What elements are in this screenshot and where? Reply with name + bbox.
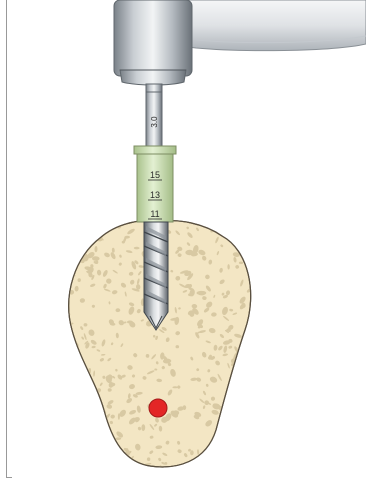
bone-pore: [88, 400, 91, 408]
bone-pore: [246, 376, 250, 379]
bone-pore: [242, 448, 250, 457]
bone-pore: [219, 428, 225, 434]
bone-pore: [80, 412, 89, 419]
bone-pore: [239, 246, 244, 250]
bone-pore: [114, 463, 120, 470]
bone-pore: [69, 345, 74, 349]
bone-pore: [118, 454, 124, 461]
bone-pore: [247, 425, 253, 431]
bone-pore: [176, 468, 182, 470]
bone-pore: [93, 408, 97, 412]
bone-pore: [70, 359, 75, 363]
bone-pore: [207, 448, 213, 453]
bone-pore: [226, 424, 232, 429]
bone-pore: [153, 335, 155, 338]
twist-drill-icon: [144, 222, 168, 330]
bone-pore: [237, 409, 243, 415]
bone-pore: [248, 333, 253, 341]
bone-pore: [63, 407, 71, 415]
bone-pore: [77, 369, 85, 378]
drill-shank: 3.0: [146, 84, 162, 148]
bone-pore: [85, 418, 93, 421]
bone-pore: [236, 456, 239, 463]
bone-pore: [66, 255, 72, 261]
bone-pore: [245, 405, 254, 410]
bone-pore: [88, 226, 90, 234]
bone-pore: [242, 225, 248, 231]
depth-stop-sleeve: 15 13 11: [134, 146, 176, 222]
bone-pore: [73, 410, 76, 416]
bone-pore: [240, 378, 243, 381]
bone-pore: [65, 353, 74, 361]
bone-pore: [82, 227, 88, 233]
bone-pore: [185, 250, 194, 255]
bone-pore: [97, 433, 104, 436]
bone-pore: [115, 458, 118, 463]
bone-pore: [212, 456, 217, 465]
bone-pore: [210, 466, 214, 470]
bone-pore: [92, 438, 96, 443]
bone-pore: [239, 419, 244, 424]
depth-mark-15: 15: [150, 170, 160, 180]
bone-pore: [78, 385, 81, 394]
bone-pore: [233, 419, 237, 423]
bone-pore: [69, 391, 78, 395]
bone-pore: [247, 324, 252, 332]
dental-handpiece-icon: [114, 0, 366, 85]
bone-pore: [229, 387, 234, 392]
bone-pore: [203, 463, 210, 470]
bone-pore: [82, 461, 89, 464]
bone-pore: [235, 379, 239, 388]
bone-pore: [87, 398, 95, 406]
bone-pore: [233, 397, 242, 402]
bone-pore: [212, 452, 219, 459]
bone-pore: [248, 395, 252, 402]
bone-pore: [74, 386, 80, 390]
bone-pore: [91, 460, 95, 466]
bone-pore: [64, 300, 69, 305]
shank-diameter-label: 3.0: [150, 116, 159, 128]
bone-pore: [92, 407, 95, 411]
bone-pore: [242, 417, 249, 425]
depth-mark-13: 13: [150, 190, 160, 200]
red-dot-icon: [149, 399, 167, 417]
bone-pore: [76, 465, 80, 469]
bone-pore: [69, 447, 78, 450]
bone-pore: [220, 438, 229, 447]
bone-pore: [246, 225, 249, 230]
bone-pore: [68, 230, 76, 238]
bone-pore: [250, 228, 253, 231]
bone-pore: [74, 404, 80, 409]
bone-pore: [66, 406, 71, 411]
bone-pore: [207, 459, 214, 466]
bone-pore: [90, 407, 94, 411]
bone-pore: [246, 326, 255, 334]
bone-pore: [72, 354, 74, 360]
bone-pore: [95, 223, 99, 230]
bone-pore: [224, 422, 227, 424]
bone-pore: [228, 401, 231, 404]
depth-mark-11: 11: [150, 209, 159, 219]
bone-pore: [200, 462, 206, 465]
bone-pore: [85, 399, 92, 408]
bone-pore: [242, 249, 248, 255]
bone-pore: [95, 435, 102, 442]
bone-pore: [237, 421, 245, 426]
bone-pore: [73, 409, 77, 413]
bone-pore: [234, 230, 244, 239]
bone-pore: [98, 429, 103, 434]
bone-pore: [245, 230, 252, 240]
bone-pore: [77, 236, 87, 245]
bone-pore: [80, 234, 86, 241]
bone-pore: [70, 230, 77, 239]
bone-pore: [63, 340, 69, 346]
bone-pore: [248, 384, 253, 390]
bone-pore: [119, 454, 124, 460]
bone-pore: [172, 386, 178, 388]
bone-pore: [91, 395, 99, 402]
bone-pore: [67, 467, 72, 470]
bone-pore: [79, 241, 83, 244]
